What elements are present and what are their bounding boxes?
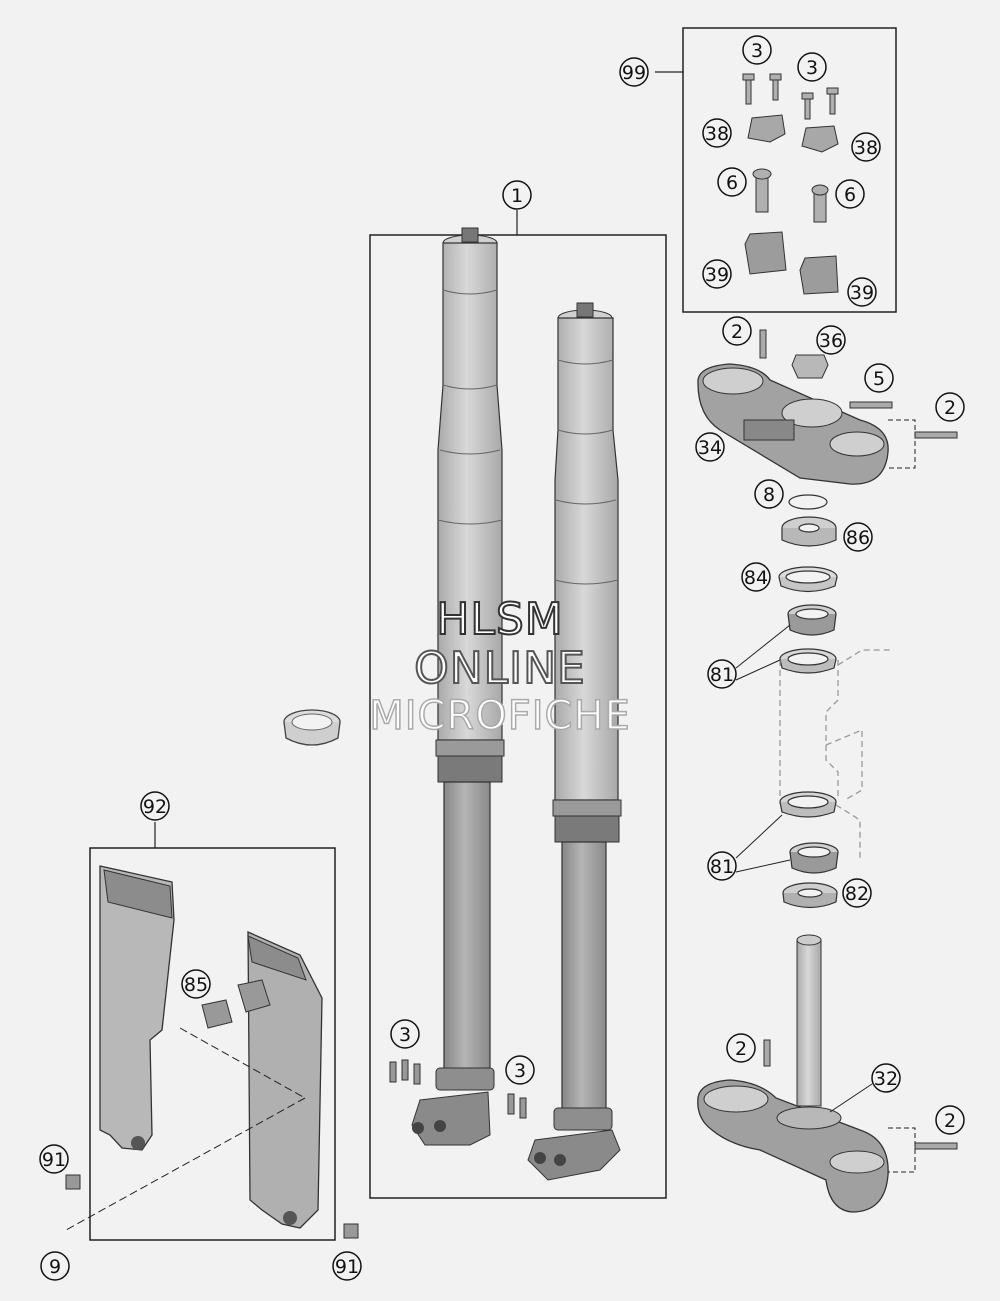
svg-text:1: 1 bbox=[511, 185, 523, 207]
svg-text:2: 2 bbox=[731, 321, 743, 343]
callout-3-fork-a: 3 bbox=[390, 1019, 420, 1049]
svg-text:92: 92 bbox=[143, 796, 167, 818]
callout-2-lower: 2 bbox=[726, 1033, 756, 1063]
callout-2-top: 2 bbox=[722, 316, 752, 346]
callout-2-lower-right: 2 bbox=[935, 1105, 965, 1135]
callout-6-a: 6 bbox=[717, 167, 747, 197]
callout-81-a: 81 bbox=[707, 659, 737, 689]
fork-assembly-frame bbox=[369, 234, 667, 1199]
svg-text:91: 91 bbox=[42, 1149, 66, 1171]
frame-head-outline bbox=[779, 649, 890, 860]
callout-38-a: 38 bbox=[702, 118, 732, 148]
fork-ring-part bbox=[283, 709, 341, 746]
callout-91-b: 91 bbox=[332, 1251, 362, 1281]
callout-39-a: 39 bbox=[702, 259, 732, 289]
callout-38-b: 38 bbox=[851, 132, 881, 162]
svg-text:38: 38 bbox=[854, 137, 878, 159]
fork-leg-right bbox=[527, 302, 622, 1181]
callout-99: 99 bbox=[619, 57, 649, 87]
callout-81-b: 81 bbox=[707, 851, 737, 881]
svg-text:36: 36 bbox=[819, 330, 843, 352]
upper-triple-clamp bbox=[697, 329, 958, 485]
callout-34: 34 bbox=[695, 432, 725, 462]
callout-9: 9 bbox=[40, 1251, 70, 1281]
callout-32: 32 bbox=[871, 1063, 901, 1093]
callout-5: 5 bbox=[864, 363, 894, 393]
svg-text:34: 34 bbox=[698, 437, 722, 459]
callout-84: 84 bbox=[741, 562, 771, 592]
steering-bearing-parts bbox=[778, 494, 839, 909]
clamp-kit-frame bbox=[682, 27, 897, 313]
svg-text:8: 8 bbox=[763, 484, 775, 506]
svg-text:5: 5 bbox=[873, 368, 885, 390]
fork-leg-left bbox=[411, 227, 505, 1146]
svg-text:81: 81 bbox=[710, 856, 734, 878]
svg-text:99: 99 bbox=[622, 62, 646, 84]
callout-36: 36 bbox=[816, 325, 846, 355]
callout-92: 92 bbox=[140, 791, 170, 821]
callout-3-kit-b: 3 bbox=[797, 52, 827, 82]
svg-text:39: 39 bbox=[705, 264, 729, 286]
callout-8: 8 bbox=[754, 479, 784, 509]
callout-1: 1 bbox=[502, 180, 532, 210]
svg-text:9: 9 bbox=[49, 1256, 61, 1278]
callout-3-kit-a: 3 bbox=[742, 35, 772, 65]
clamp-kit-parts bbox=[742, 73, 839, 295]
svg-text:3: 3 bbox=[514, 1060, 526, 1082]
svg-text:6: 6 bbox=[726, 172, 738, 194]
svg-text:3: 3 bbox=[399, 1024, 411, 1046]
svg-text:2: 2 bbox=[735, 1038, 747, 1060]
callout-2-right: 2 bbox=[935, 392, 965, 422]
svg-text:3: 3 bbox=[751, 40, 763, 62]
callout-85: 85 bbox=[181, 969, 211, 999]
callout-82: 82 bbox=[842, 878, 872, 908]
fork-guard-frame bbox=[89, 847, 336, 1241]
callout-6-b: 6 bbox=[835, 179, 865, 209]
svg-text:84: 84 bbox=[744, 567, 768, 589]
callout-86: 86 bbox=[843, 522, 873, 552]
svg-text:3: 3 bbox=[806, 57, 818, 79]
svg-text:32: 32 bbox=[874, 1068, 898, 1090]
fork-pinch-bolts bbox=[389, 1059, 527, 1119]
svg-text:6: 6 bbox=[844, 184, 856, 206]
svg-text:81: 81 bbox=[710, 664, 734, 686]
svg-text:82: 82 bbox=[845, 883, 869, 905]
svg-text:86: 86 bbox=[846, 527, 870, 549]
svg-text:2: 2 bbox=[944, 1110, 956, 1132]
callout-91-a: 91 bbox=[39, 1144, 69, 1174]
svg-text:38: 38 bbox=[705, 123, 729, 145]
svg-text:2: 2 bbox=[944, 397, 956, 419]
fork-guard-parts bbox=[65, 865, 359, 1239]
callout-3-fork-b: 3 bbox=[505, 1055, 535, 1085]
svg-text:85: 85 bbox=[184, 974, 208, 996]
svg-text:91: 91 bbox=[335, 1256, 359, 1278]
svg-text:39: 39 bbox=[850, 282, 874, 304]
callout-39-b: 39 bbox=[847, 277, 877, 307]
lower-triple-clamp bbox=[697, 934, 958, 1213]
